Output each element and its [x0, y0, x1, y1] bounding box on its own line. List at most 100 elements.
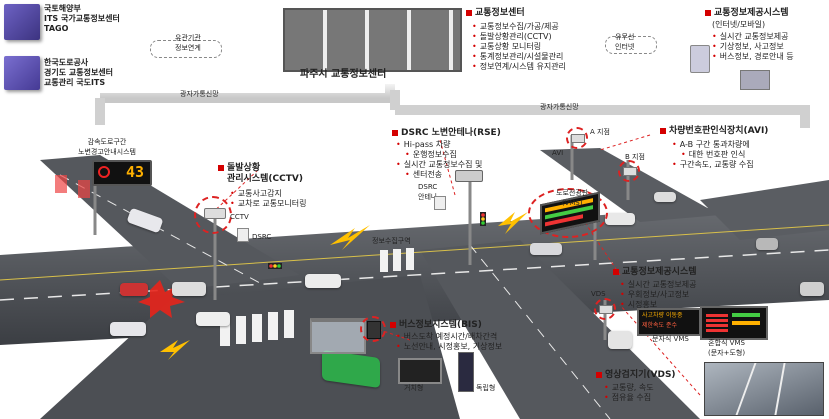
- center-title: 파주시 교통정보센터: [300, 69, 387, 80]
- vms-highlight: [528, 188, 608, 238]
- cctv-heading: 돌발상황: [218, 163, 260, 173]
- vds-heading: 영상검지기(VDS): [596, 370, 676, 380]
- bis-item: 버스도착 예정시간/배차간격: [396, 332, 502, 342]
- avi-b-highlight: [618, 160, 640, 182]
- rse-item: 운행정보수집: [396, 150, 482, 160]
- kec-line1: 한국도로공사: [44, 58, 89, 67]
- center-item: 돌발상황관리(CCTV): [472, 32, 566, 42]
- vms-sign-line2: 제한속도 준수: [642, 322, 678, 329]
- car-white: [196, 312, 230, 326]
- agency-link-label: 유관기관 정보연계: [175, 34, 201, 52]
- truck: [756, 238, 778, 250]
- arm-vms-board: 사고차량 이동중 제한속도 준수: [637, 308, 701, 336]
- cctv-item: 교차로 교통모니터링: [230, 199, 307, 209]
- standalone-terminal-label: 독립형: [476, 384, 496, 392]
- truck: [800, 282, 824, 296]
- avi-item: 구간속도, 교통량 수집: [672, 160, 754, 170]
- vms-item: 시정홍보: [620, 300, 697, 310]
- avi-camera-icon: [571, 134, 585, 143]
- center-item: 통계정보관리/시설물관리: [472, 52, 566, 62]
- car-white: [110, 322, 146, 336]
- avi-camera-icon: [623, 167, 637, 176]
- fiber-bar-right: [395, 105, 810, 128]
- car-white: [530, 243, 562, 255]
- cctv-heading-2: 관리시스템(CCTV): [227, 174, 303, 184]
- center-item: 교통정보수집/가공/제공: [472, 22, 566, 32]
- provision-item: 기상정보, 사고정보: [712, 42, 794, 52]
- vds-highlight: [594, 298, 616, 320]
- control-center-wall: [283, 8, 462, 72]
- wall-terminal-label: 거치형: [404, 384, 424, 392]
- center-item: 교통상황 모니터링: [472, 42, 566, 52]
- car-white: [172, 282, 206, 296]
- fiber-bar-left: [100, 84, 395, 103]
- bis-item: 노선안내, 시정홍보, 기상정보: [396, 342, 503, 352]
- center-items: 교통정보수집/가공/제공 돌발상황관리(CCTV) 교통상황 모니터링 통계정보…: [472, 22, 566, 72]
- vds-tag: VDS: [591, 290, 606, 298]
- collection-zone-label: 정보수집구역: [372, 237, 411, 245]
- vms-item: 실시간 교통정보제공: [620, 280, 697, 290]
- vds-item: 점유율 수집: [604, 393, 654, 403]
- internet-link-label: 유무선 인터넷: [615, 33, 635, 51]
- rse-antenna-icon: [455, 170, 483, 182]
- mixed-vms-board: [700, 306, 768, 340]
- cctv-cam-label: CCTV: [230, 213, 249, 221]
- bis-items: 버스도착 예정시간/배차간격 노선안내, 시정홍보, 기상정보: [396, 332, 503, 352]
- upper-right-road: [540, 148, 720, 222]
- center-item: 정보연계/시스템 유지관리: [472, 62, 566, 72]
- provision-item: 버스정보, 경로안내 등: [712, 52, 794, 62]
- vms-heading: 교통정보제공시스템: [613, 267, 697, 277]
- fiber-label-right: 광자가통신망: [540, 103, 579, 111]
- cctv-dsrc-label: DSRC: [252, 233, 272, 241]
- moct-line1: 국토해양부: [44, 4, 81, 13]
- laptop-icon: [740, 70, 770, 90]
- moct-line2: ITS 국가교통정보센터: [44, 14, 120, 23]
- mobile-phone-icon: [690, 45, 710, 73]
- arm-vms-label: 문자식 VMS: [652, 335, 689, 343]
- rse-item: 센터전송: [396, 170, 482, 180]
- provision-subheading: (인터넷/모바일): [712, 20, 766, 29]
- car-white: [654, 192, 676, 202]
- car-white: [305, 274, 341, 288]
- vds-camera-icon: [599, 305, 613, 314]
- provision-item: 실시간 교통정보제공: [712, 32, 794, 42]
- dsrc-antenna-label: DSRC 안테나: [418, 183, 438, 201]
- speed-sign-board: 43: [92, 160, 152, 186]
- avi-item: 대한 번호판 인식: [672, 150, 754, 160]
- car-white: [608, 331, 632, 349]
- center-heading: 교통정보센터: [466, 8, 525, 18]
- mixed-vms-label: 혼합식 VMS (문자+도형): [708, 339, 746, 357]
- internet-link-cloud: [605, 36, 657, 54]
- car-white: [605, 213, 635, 225]
- cctv-camera-icon: [204, 208, 226, 219]
- provision-heading: 교통정보제공시스템: [705, 8, 789, 18]
- bis-highlight: [360, 316, 386, 342]
- vms-sign-line1: 사고차량 이동중: [642, 312, 683, 319]
- avi-heading: 차량번호판인식장치(AVI): [660, 126, 768, 136]
- wall-terminal: [398, 358, 442, 384]
- vds-item: 교통량, 속도: [604, 383, 654, 393]
- dsrc-device-icon: [434, 196, 446, 210]
- vms-items: 실시간 교통정보제공 우회정보/사고정보 시정홍보: [620, 280, 697, 310]
- rse-item: Hi-pass 차량: [396, 140, 482, 150]
- avi-item: A-B 구간 통과차량에: [672, 140, 754, 150]
- moct-line3: TAGO: [44, 24, 69, 33]
- lower-branch-road: [420, 240, 700, 419]
- car-red: [120, 283, 148, 296]
- rse-item: 실시간 교통정보수집 및: [396, 160, 483, 170]
- bis-heading: 버스정보시스템(BIS): [390, 320, 482, 330]
- standalone-terminal: [458, 352, 474, 392]
- rse-heading: DSRC 노변안테나(RSE): [392, 128, 501, 138]
- provision-items: 실시간 교통정보제공 기상정보, 사고정보 버스정보, 경로안내 등: [712, 32, 794, 62]
- bus-shelter: [310, 318, 366, 354]
- vds-items: 교통량, 속도 점유율 수집: [604, 383, 654, 403]
- left-branch-road: [40, 155, 300, 290]
- dsrc-device-icon: [237, 228, 249, 242]
- avi-point-a: A 지점: [590, 128, 610, 136]
- cctv-item: 교통사고감지: [230, 189, 307, 199]
- cctv-items: 교통사고감지 교차로 교통모니터링: [230, 189, 307, 209]
- rse-items: Hi-pass 차량 운행정보수집 실시간 교통정보수집 및 센터전송: [396, 140, 483, 180]
- agency-link-cloud: [150, 40, 222, 58]
- speed-value: 43: [125, 163, 144, 181]
- vms-item: 우회정보/사고정보: [620, 290, 697, 300]
